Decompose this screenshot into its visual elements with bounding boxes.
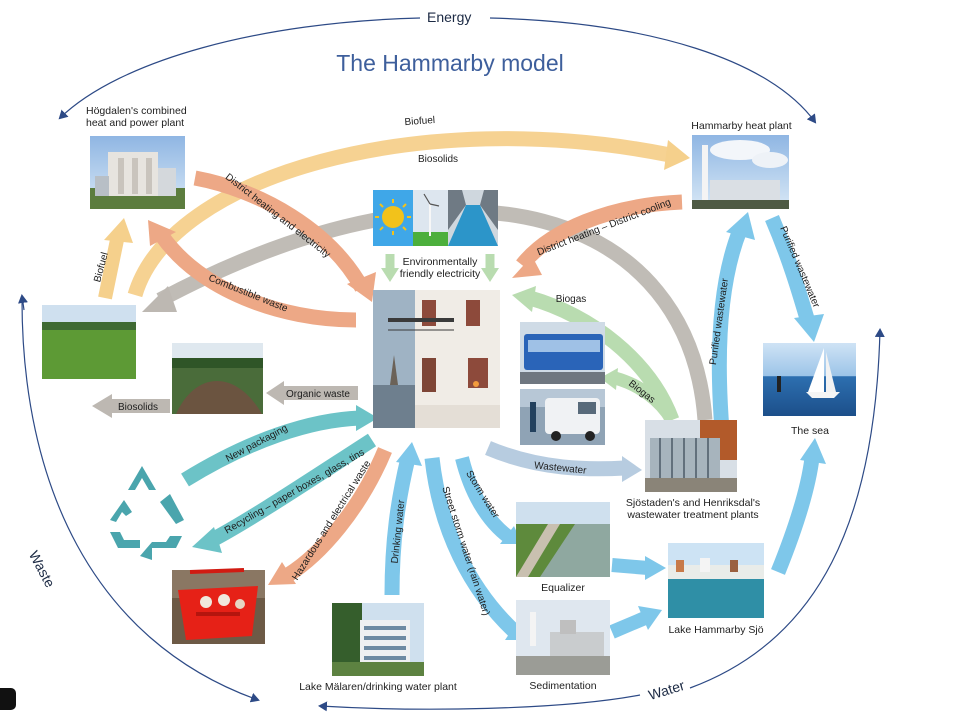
energy-loop-left [58, 17, 421, 120]
district-heating-electricity-arrow [193, 170, 369, 292]
hammarby-heat-plant-label: Hammarby heat plant [691, 120, 792, 132]
district-heating-cooling-arrow [516, 194, 683, 270]
organic-waste-label: Organic waste [286, 389, 350, 400]
hazardous-arrow [283, 447, 392, 582]
biosolids-top-arrow [156, 203, 713, 421]
lake-to-sea-arrow [771, 457, 820, 575]
biofuel-top-label: Biofuel [404, 115, 435, 128]
water-loop [318, 694, 641, 712]
combustible-waste-arrow [155, 231, 357, 328]
equalizer-to-lake-arrow [611, 558, 649, 575]
sea-image [763, 343, 856, 416]
waste-loop-head [18, 294, 28, 311]
biogas-1-label: Biogas [556, 294, 587, 305]
wastewater-arrow [485, 441, 626, 477]
recycling-arrow [208, 433, 377, 547]
lake-hammarby-image [668, 543, 764, 618]
new-packaging-arrow [181, 410, 361, 487]
van-image [520, 389, 605, 445]
purified-wastewater-down-arrow [765, 215, 816, 325]
biosolids-left-label: Biosolids [118, 402, 158, 413]
waste-loop [21, 299, 260, 703]
energy-loop-label: Energy [427, 9, 472, 25]
equalizer-image [516, 502, 610, 577]
env-electricity-label: Environmentally friendly electricity [399, 256, 481, 280]
street-storm-water-arrow [424, 457, 521, 638]
storm-water-arrow [455, 456, 515, 544]
bus-image [520, 322, 605, 384]
building-image [373, 290, 500, 428]
hazardous-basket-image [172, 568, 265, 644]
new-packaging-label: New packaging [224, 423, 290, 465]
energy-loop-right [489, 17, 817, 124]
hammarby-heat-plant-image [692, 135, 789, 209]
lake-hammarby-label: Lake Hammarby Sjö [668, 624, 764, 636]
sea-label: The sea [791, 425, 829, 437]
water-loop-right [689, 328, 885, 689]
sedimentation-to-lake-arrow [609, 611, 648, 639]
purified-wastewater-up-arrow [711, 227, 747, 431]
drinking-water-arrow [384, 456, 416, 596]
recycling-symbol-icon [110, 466, 184, 560]
hogdalen-plant-image [90, 136, 185, 209]
side-tab-handle[interactable] [0, 688, 16, 710]
env-electricity-images [373, 190, 498, 246]
malaren-image [332, 603, 424, 676]
page-title: The Hammarby model [336, 50, 564, 76]
treatment-plants-label: Sjöstaden's and Henriksdal's wastewater … [625, 497, 761, 521]
biosolids-top-label: Biosolids [418, 154, 458, 165]
hogdalen-label: Högdalen's combined heat and power plant [86, 105, 187, 129]
sedimentation-label: Sedimentation [529, 680, 597, 692]
compost-image [172, 343, 263, 414]
treatment-plant-image [645, 420, 737, 492]
sedimentation-image [516, 600, 610, 675]
biofuel-left-arrow [98, 233, 125, 300]
biogas-2-arrow [613, 371, 678, 424]
field-image [42, 305, 136, 379]
equalizer-label: Equalizer [541, 582, 585, 594]
malaren-label: Lake Mälaren/drinking water plant [299, 681, 457, 693]
